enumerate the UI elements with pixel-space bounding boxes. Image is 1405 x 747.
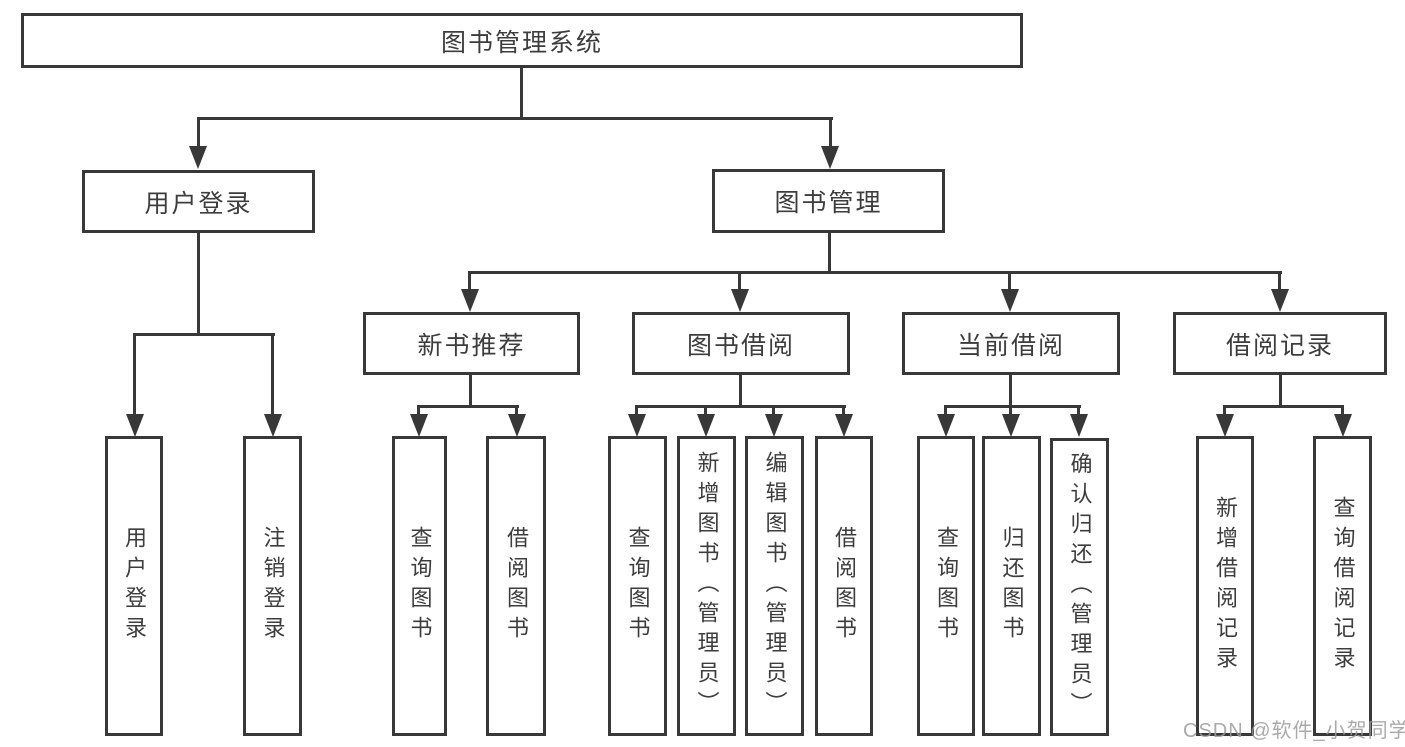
node-book-borrow-label: 图书借阅 [686,331,795,360]
connector-line [842,405,845,416]
node-cb-query-label: 查询图书 [934,526,959,646]
connector-line [1077,405,1080,416]
connector-line [468,271,471,291]
connector-line [520,68,523,120]
node-cb-confirm: 确认归还（管理员） [1050,438,1109,736]
arrow-down-icon [1334,414,1352,437]
node-cb-return: 归还图书 [982,436,1041,736]
node-book-mgmt: 图书管理 [712,169,945,233]
connector-line [1009,375,1012,407]
connector-line [739,375,742,407]
connector-line [1279,375,1282,407]
arrow-down-icon [189,146,207,169]
node-login-label: 用户登录 [122,526,147,646]
connector-line [704,405,707,416]
node-logout-label: 注销登录 [260,526,286,646]
node-br-add: 新增借阅记录 [1196,436,1254,736]
connector-line [1223,405,1226,416]
node-nb-borrow-label: 借阅图书 [504,526,529,646]
arrow-down-icon [126,414,144,437]
node-br-add-label: 新增借阅记录 [1213,496,1238,676]
node-user-login-label: 用户登录 [144,189,253,218]
arrow-down-icon [1070,414,1088,437]
node-current-borrow: 当前借阅 [902,312,1120,375]
connector-line [829,117,832,149]
node-bb-query: 查询图书 [608,436,667,736]
arrow-down-icon [697,414,715,437]
connector-line [271,333,274,416]
csdn-watermark: CSDN @软件_小贺同学 [1183,720,1405,742]
connector-line [468,271,1282,274]
arrow-down-icon [1216,414,1234,437]
connector-line [828,233,831,274]
node-bb-edit-label: 编辑图书（管理员） [762,451,788,721]
arrow-down-icon [1271,289,1289,312]
arrow-down-icon [461,289,479,312]
connector-line [635,405,638,416]
node-bb-edit: 编辑图书（管理员） [745,436,804,736]
arrow-down-icon [628,414,646,437]
connector-line [469,375,472,407]
connector-line [515,405,518,416]
node-bb-borrow: 借阅图书 [815,436,873,736]
node-cb-query: 查询图书 [917,436,975,736]
connector-line [197,117,200,149]
node-new-book-rec-label: 新书推荐 [417,331,526,360]
node-borrow-records-label: 借阅记录 [1225,331,1334,360]
node-cb-return-label: 归还图书 [999,526,1025,646]
node-bb-query-label: 查询图书 [625,526,651,646]
node-root-label: 图书管理系统 [440,28,603,57]
connector-line [417,405,519,408]
node-br-query: 查询借阅记录 [1313,436,1372,736]
node-nb-query-label: 查询图书 [407,526,433,646]
arrow-down-icon [765,414,783,437]
arrow-down-icon [410,414,428,437]
node-cb-confirm-label: 确认归还（管理员） [1067,452,1093,722]
node-br-query-label: 查询借阅记录 [1330,496,1356,676]
node-root: 图书管理系统 [21,13,1023,68]
connector-line [197,117,833,120]
connector-line [1341,405,1344,416]
node-nb-borrow: 借阅图书 [486,436,546,736]
connector-line [1008,271,1011,291]
node-current-borrow-label: 当前借阅 [956,331,1065,360]
node-new-book-rec: 新书推荐 [363,312,580,375]
arrow-down-icon [1001,289,1019,312]
node-book-mgmt-label: 图书管理 [774,189,883,217]
connector-line [1278,271,1281,291]
node-bb-add-label: 新增图书（管理员） [694,451,720,721]
node-bb-add: 新增图书（管理员） [677,436,736,736]
arrow-down-icon [264,414,282,437]
node-logout: 注销登录 [243,436,302,736]
connector-line [1223,405,1344,408]
connector-line [944,405,1081,408]
connector-line [1009,405,1012,416]
node-bb-borrow-label: 借阅图书 [832,526,857,646]
arrow-down-icon [821,146,839,169]
node-nb-query: 查询图书 [392,436,447,736]
connector-line [197,233,200,336]
connector-line [635,405,846,408]
connector-line [738,271,741,291]
arrow-down-icon [835,414,853,437]
node-book-borrow: 图书借阅 [632,312,850,375]
arrow-down-icon [1002,414,1020,437]
connector-line [133,333,275,336]
connector-line [417,405,420,416]
connector-line [133,333,136,416]
node-user-login: 用户登录 [82,170,315,233]
arrow-down-icon [731,289,749,312]
node-login: 用户登录 [105,436,163,736]
arrow-down-icon [937,414,955,437]
node-borrow-records: 借阅记录 [1173,312,1387,375]
connector-line [944,405,947,416]
arrow-down-icon [508,414,526,437]
connector-line [772,405,775,416]
